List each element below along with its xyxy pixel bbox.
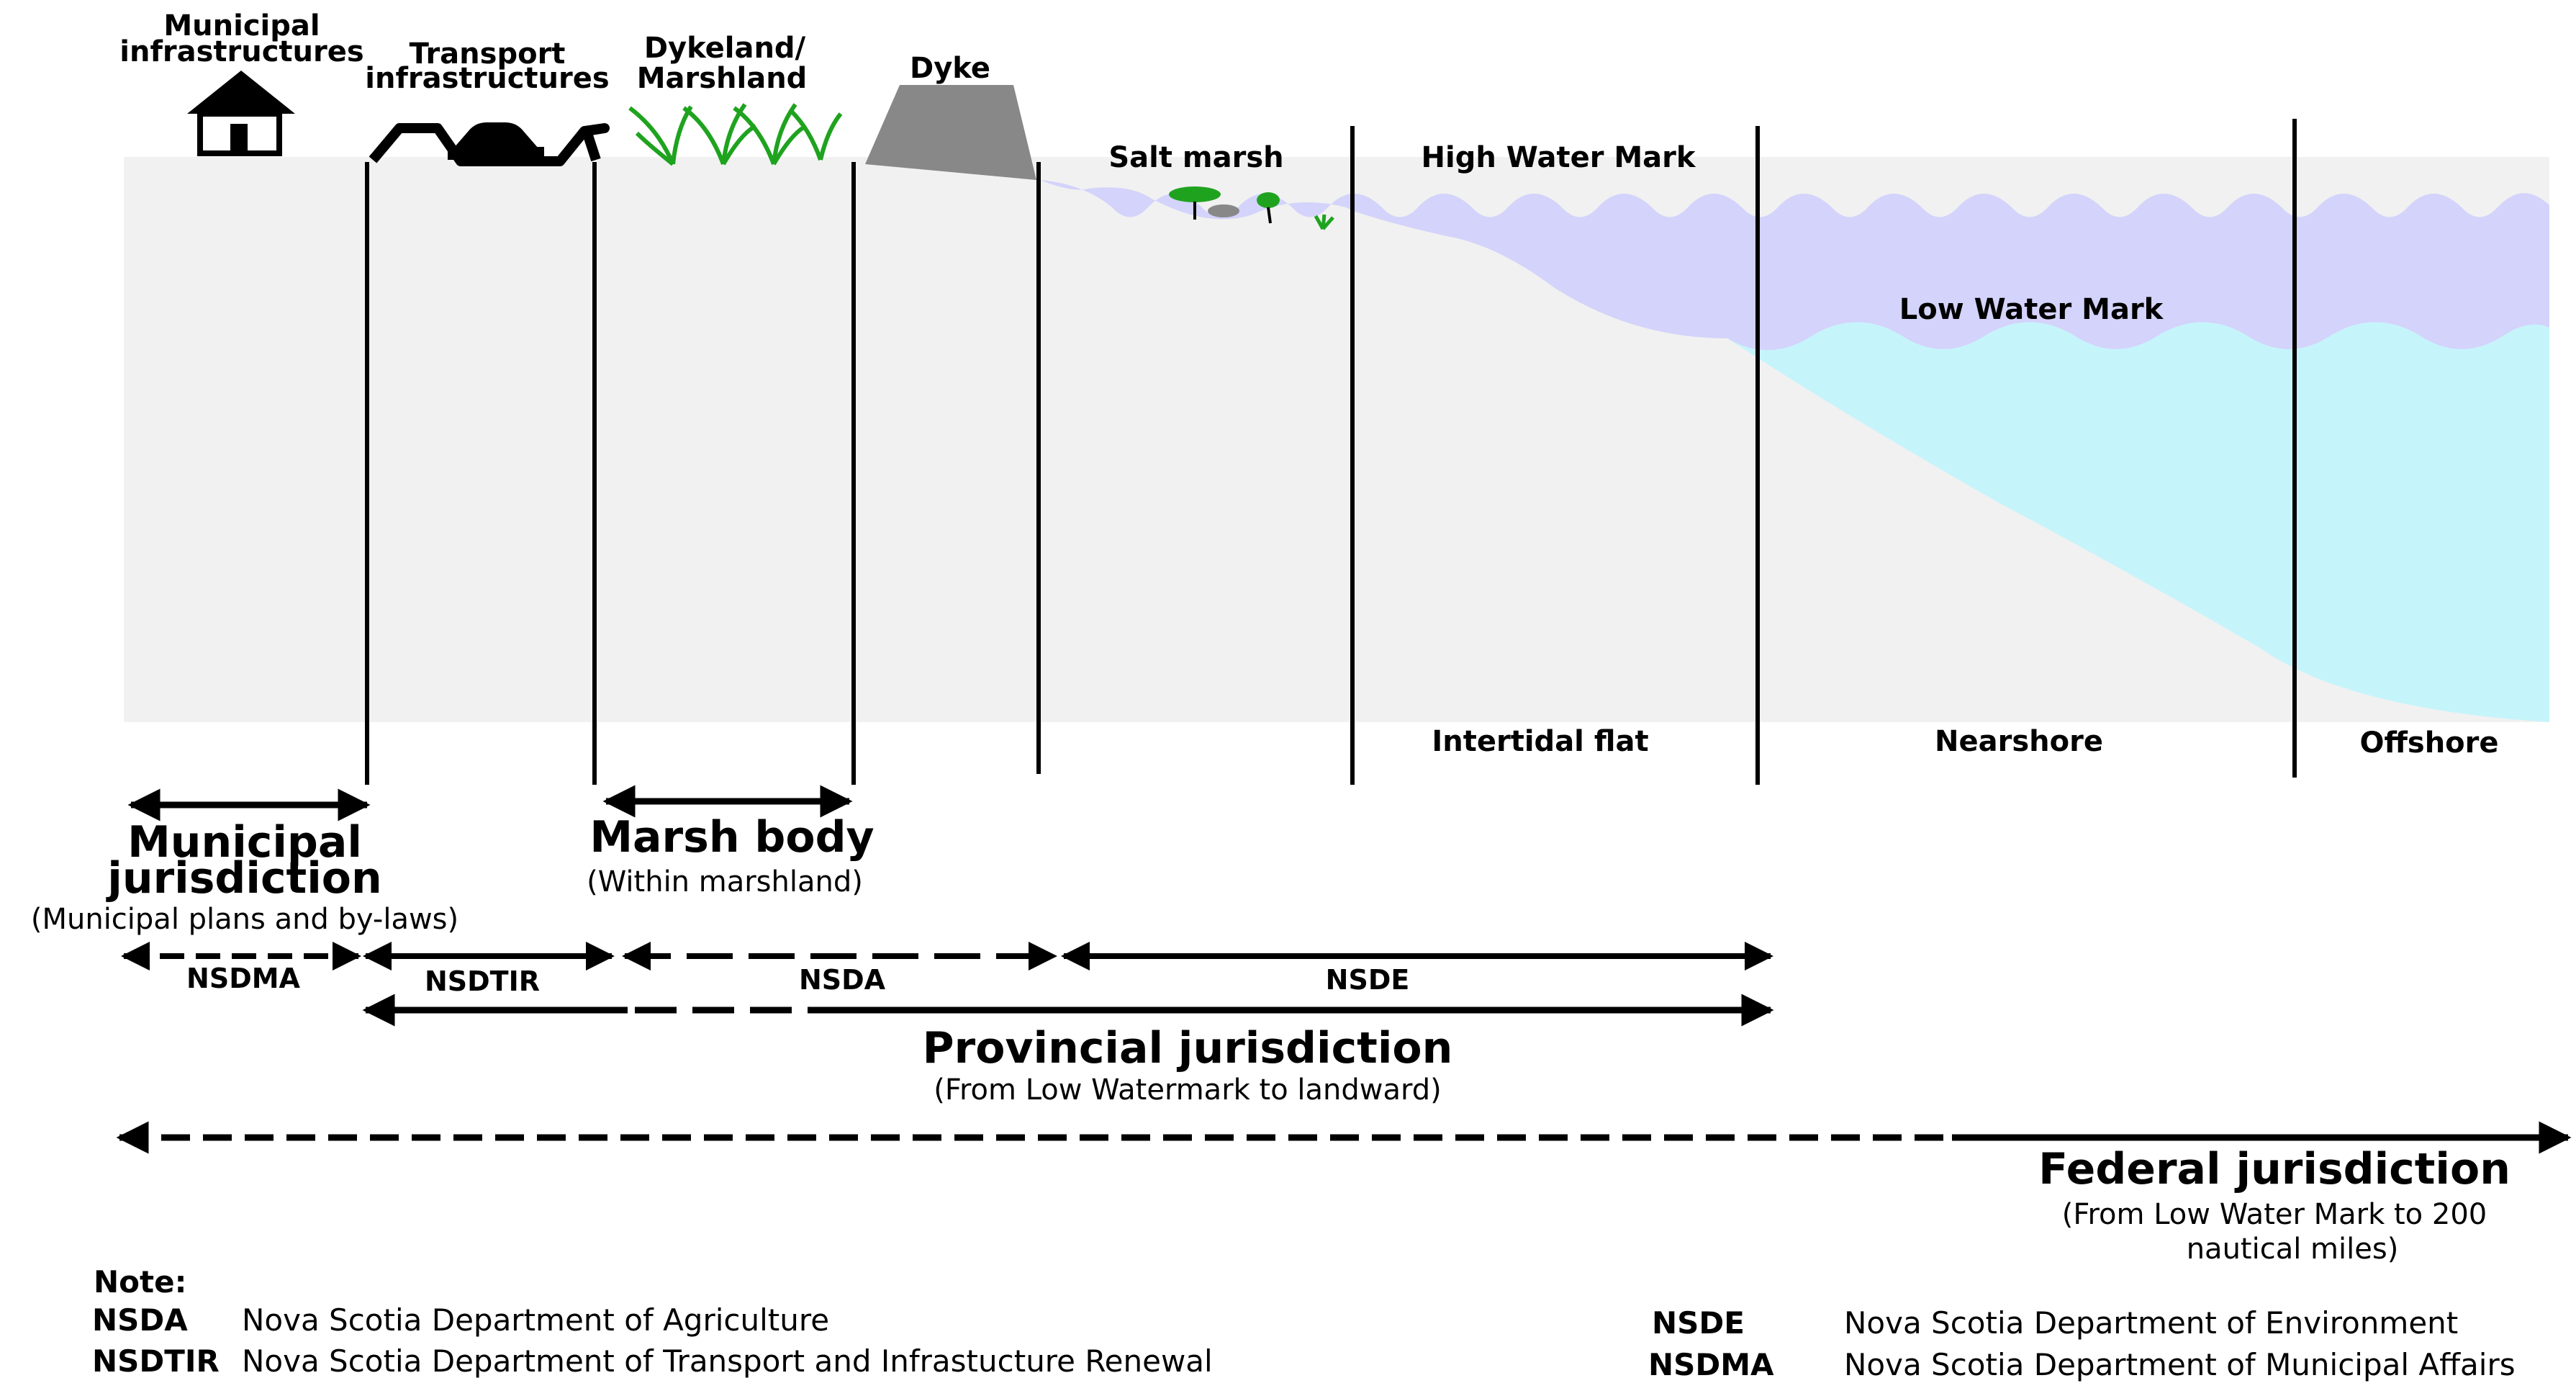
note-abbr: NSDE: [1652, 1305, 1745, 1341]
municipal-infrastructures-label: Municipal: [163, 9, 320, 42]
dyke-label: Dyke: [910, 52, 990, 85]
nsdtir-label: NSDTIR: [425, 965, 540, 997]
high-water-mark-label: High Water Mark: [1422, 141, 1696, 174]
note-legend: Note: NSDA Nova Scotia Department of Agr…: [92, 1264, 2516, 1382]
note-abbr: NSDTIR: [92, 1343, 220, 1379]
dykeland-label: Marshland: [637, 62, 808, 95]
municipal-jurisdiction-title: jurisdiction: [106, 853, 381, 904]
note-name: Nova Scotia Department of Agriculture: [242, 1302, 829, 1338]
municipal-infrastructures-label: infrastructures: [119, 35, 363, 68]
municipal-jurisdiction-title: Municipal: [127, 817, 362, 868]
nsde-label: NSDE: [1326, 964, 1410, 996]
dykeland-label: Dykeland/: [644, 32, 806, 65]
federal-jurisdiction-subtitle: nautical miles): [2187, 1233, 2399, 1266]
note-abbr: NSDMA: [1648, 1347, 1774, 1382]
nsdma-label: NSDMA: [186, 963, 301, 994]
provincial-jurisdiction-subtitle: (From Low Watermark to landward): [934, 1073, 1441, 1107]
nsda-label: NSDA: [799, 964, 886, 996]
marsh-body-title: Marsh body: [589, 812, 874, 863]
federal-jurisdiction-title: Federal jurisdiction: [2038, 1144, 2511, 1194]
note-name: Nova Scotia Department of Transport and …: [242, 1343, 1213, 1379]
dyke-shape: [865, 85, 1036, 180]
nearshore-label: Nearshore: [1935, 725, 2103, 758]
federal-jurisdiction-subtitle: (From Low Water Mark to 200: [2062, 1198, 2487, 1231]
transport-infrastructures-label: Transport: [410, 37, 566, 71]
house-icon: [187, 71, 295, 156]
marsh-grass-icon: [628, 103, 843, 166]
note-abbr: NSDA: [92, 1302, 188, 1338]
terrain: [124, 85, 2549, 722]
provincial-jurisdiction-title: Provincial jurisdiction: [923, 1023, 1453, 1073]
sea-water: [1727, 322, 2549, 722]
salt-marsh-label: Salt marsh: [1108, 141, 1283, 174]
municipal-jurisdiction-subtitle: (Municipal plans and by-laws): [31, 903, 458, 936]
note-name: Nova Scotia Department of Municipal Affa…: [1844, 1347, 2516, 1382]
note-heading: Note:: [94, 1264, 186, 1300]
intertidal-flat-label: Intertidal flat: [1432, 725, 1648, 758]
salt-marsh-plants-icon: [1169, 186, 1334, 230]
tidal-water: [1040, 180, 2549, 351]
low-water-mark-label: Low Water Mark: [1899, 293, 2164, 326]
offshore-label: Offshore: [2359, 726, 2498, 760]
marsh-body-subtitle: (Within marshland): [587, 865, 863, 899]
note-name: Nova Scotia Department of Environment: [1844, 1305, 2458, 1341]
transport-infrastructures-label: infrastructures: [365, 62, 609, 95]
zone-boundaries: [365, 119, 2297, 785]
road-car-icon: [369, 122, 610, 166]
